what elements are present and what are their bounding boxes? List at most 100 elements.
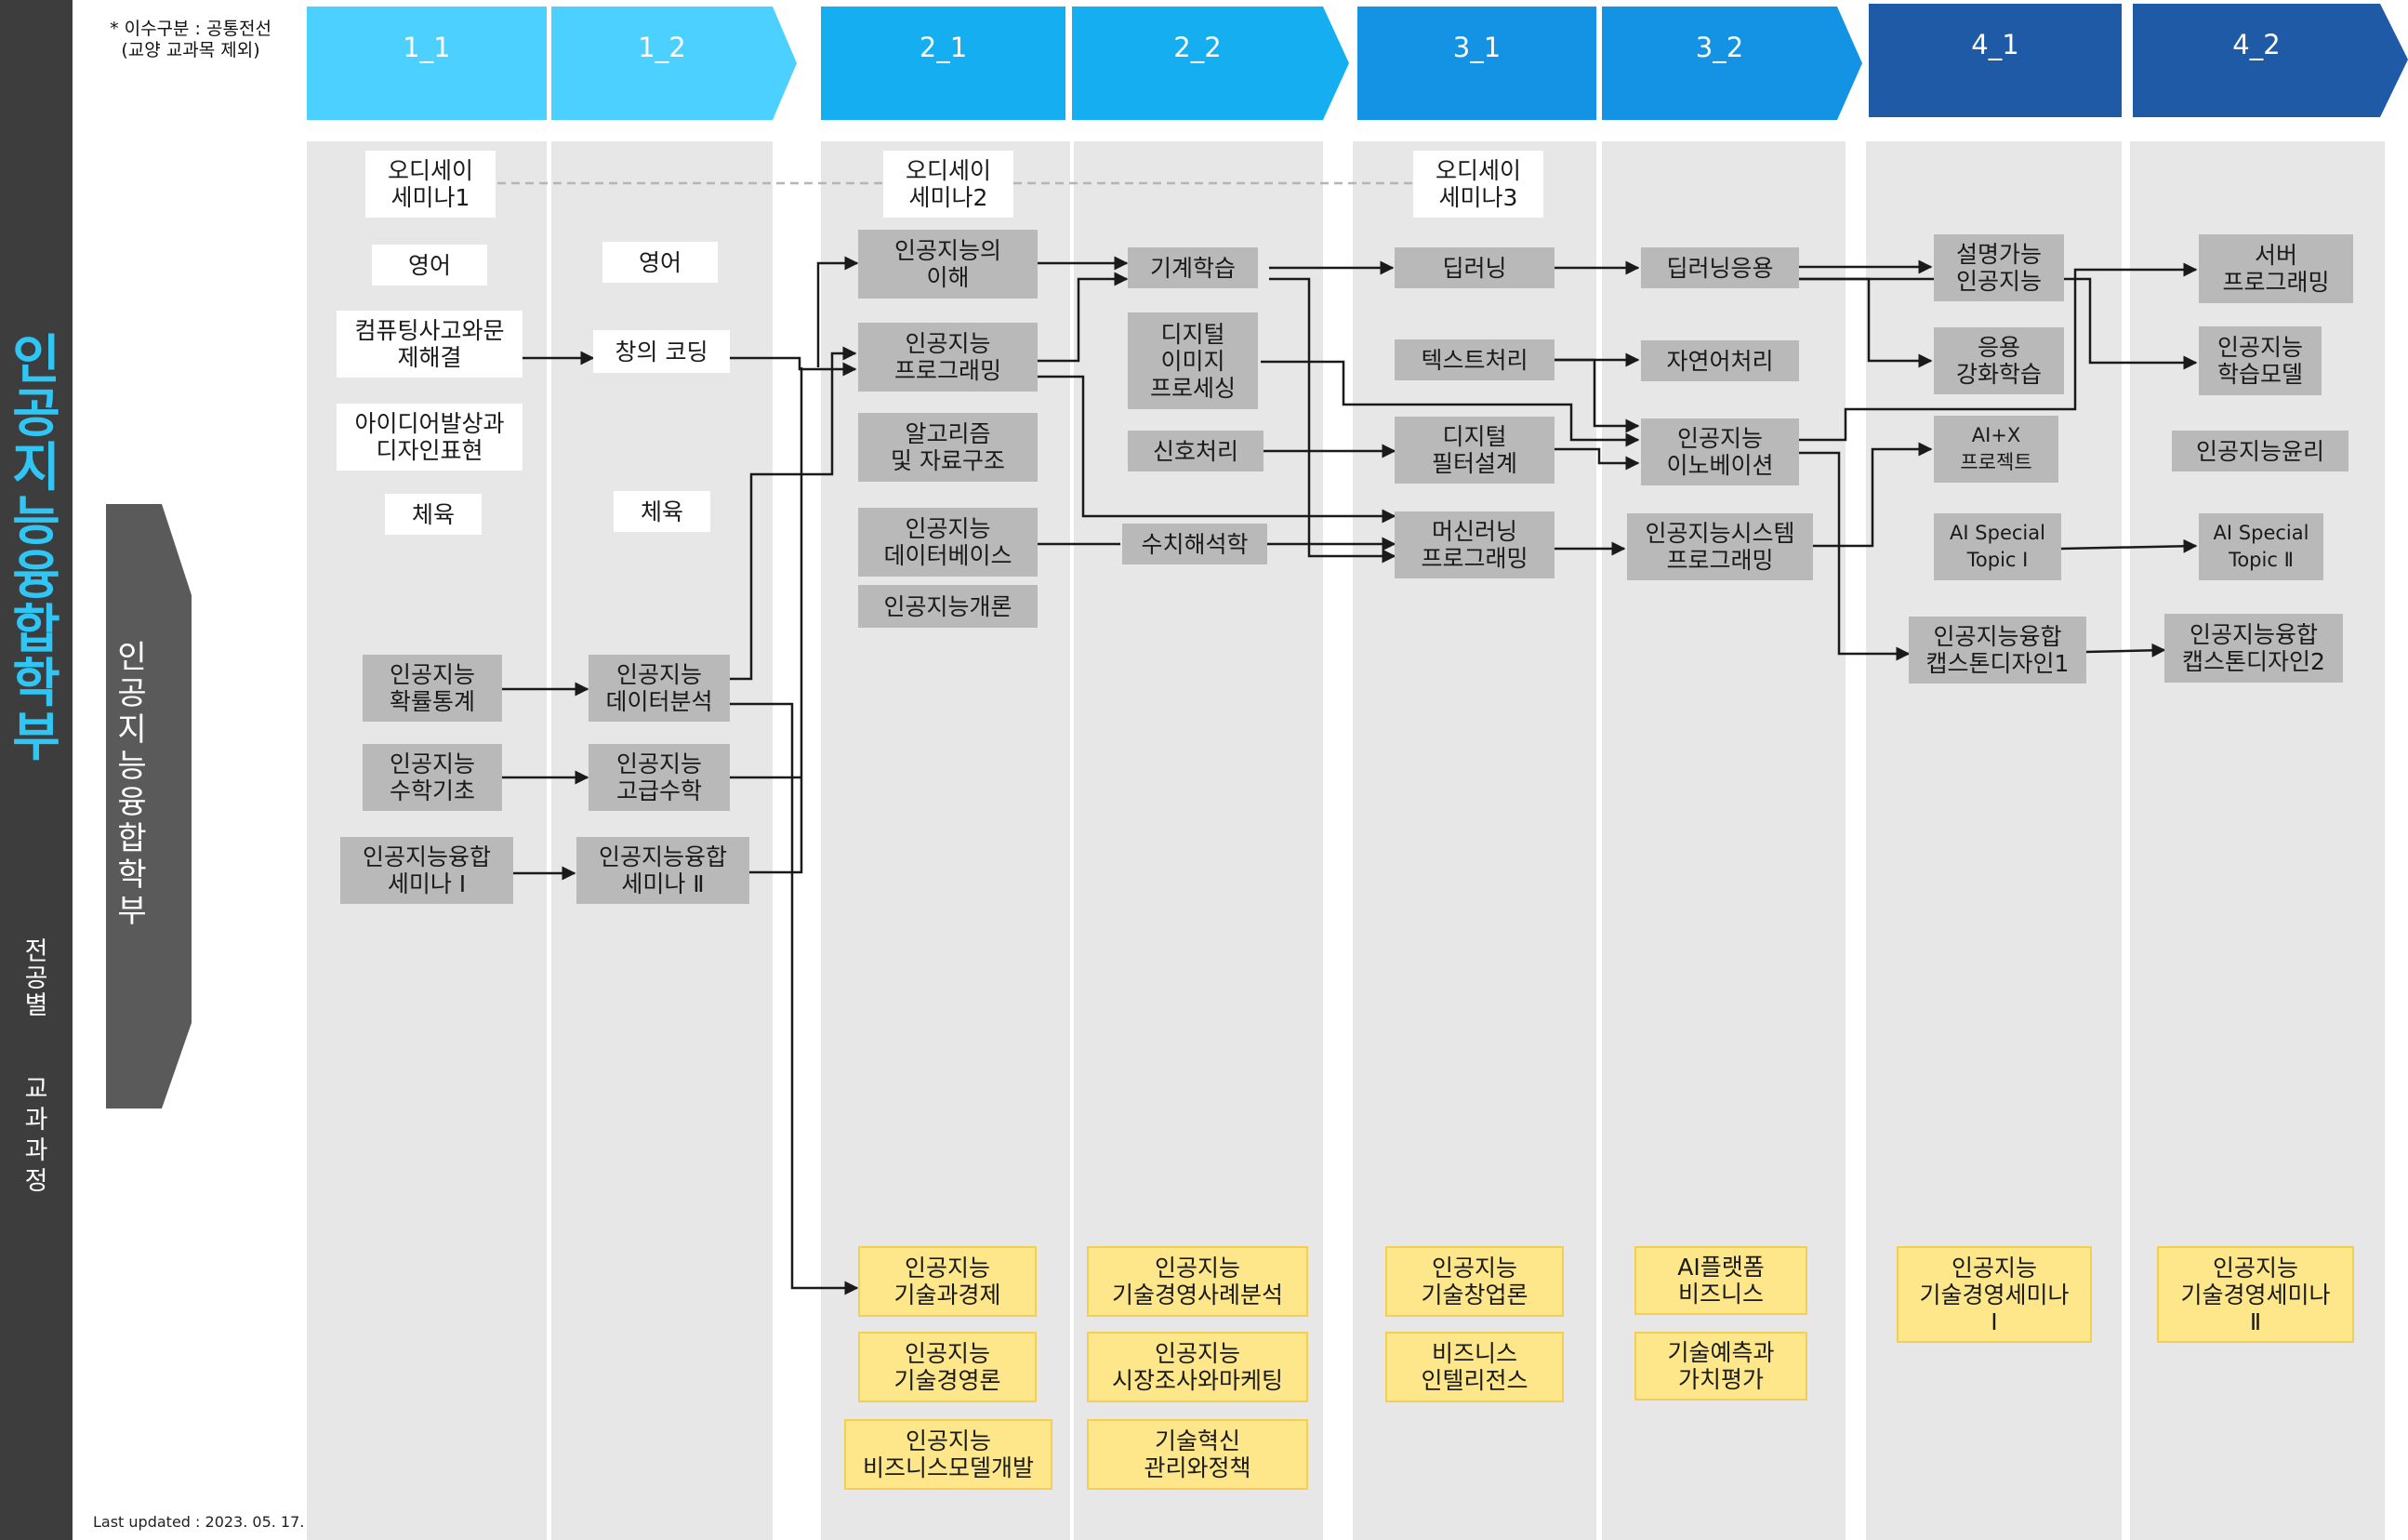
course-pe-1: 체육 (385, 494, 482, 535)
course-digital-image-processing: 디지털 이미지 프로세싱 (1128, 312, 1258, 409)
vertical-char: 지 (117, 711, 147, 749)
arrow-programming-ml (1038, 272, 1129, 363)
semester-header-3-2: 3_2 (1695, 32, 1744, 63)
course-deep-learning: 딥러닝 (1395, 247, 1555, 288)
arrow-programming-mlprogramming (1038, 375, 1396, 524)
course-english-2: 영어 (602, 242, 718, 283)
course-innovation-policy: 기술혁신 관리와정책 (1087, 1419, 1308, 1490)
semester-header-1-1: 1_1 (403, 32, 451, 63)
arrow-dataanalysis-techeconomics (730, 702, 859, 1295)
sidebar (0, 0, 73, 1540)
course-ai-introduction: 인공지능개론 (858, 585, 1038, 628)
course-business-intelligence: 비즈니스 인텔리전스 (1385, 1332, 1564, 1402)
course-ai-database: 인공지능 데이터베이스 (858, 508, 1038, 577)
course-ai-case-analysis: 인공지능 기술경영사례분석 (1087, 1246, 1308, 1317)
course-ai-math-basics: 인공지능 수학기초 (363, 744, 502, 811)
arrow-text-innovation (1555, 358, 1640, 433)
header-shape-3-2 (1602, 7, 1862, 120)
course-ai-understanding: 인공지능의 이해 (858, 230, 1038, 299)
vertical-char: 인 (12, 330, 60, 391)
course-server-programming: 서버 프로그래밍 (2199, 234, 2353, 303)
vertical-char: 전 (24, 937, 48, 966)
vertical-char: 학 (117, 856, 147, 894)
arrow-special1-special2 (2060, 538, 2198, 553)
course-odyssey-seminar-2: 오디세이 세미나2 (883, 151, 1013, 218)
course-type-note: * 이수구분 : 공통전선 (교양 교과목 제외) (93, 19, 288, 61)
semester-header-3-1: 3_1 (1452, 32, 1502, 63)
vertical-char: 합 (117, 820, 147, 857)
course-numerical-analysis: 수치해석학 (1122, 524, 1267, 564)
course-ai-advanced-math: 인공지능 고급수학 (589, 744, 730, 811)
vertical-char: 정 (24, 1167, 48, 1196)
vertical-char: 공 (24, 964, 48, 993)
course-ai-seminar-2: 인공지능융합 세미나 Ⅱ (576, 837, 749, 904)
semester-header-4-2: 4_2 (2232, 29, 2281, 60)
vertical-char: 교 (24, 1075, 48, 1104)
course-digital-filter-design: 디지털 필터설계 (1395, 417, 1555, 484)
semester-header-4-1: 4_1 (1971, 29, 2019, 60)
course-signal-processing: 신호처리 (1128, 431, 1264, 471)
course-ai-platform-business: AI플랫폼 비즈니스 (1634, 1246, 1807, 1315)
vertical-char: 과 (24, 1106, 48, 1135)
header-shape-3-1 (1357, 7, 1596, 120)
course-ai-programming: 인공지능 프로그래밍 (858, 323, 1038, 392)
arrow-innovation-capstone1 (1799, 451, 1911, 661)
course-ai-capstone-design-1: 인공지능융합 캡스톤디자인1 (1909, 617, 2086, 684)
last-updated: Last updated : 2023. 05. 17. (93, 1513, 305, 1531)
course-computing-thinking: 컴퓨팅사고와문 제해결 (337, 311, 523, 378)
vertical-char: 융 (117, 784, 147, 821)
vertical-char: 합 (12, 600, 60, 660)
arrow-dataanalysis-programming (730, 346, 857, 681)
course-pe-2: 체육 (614, 491, 710, 532)
header-shape-1-2 (551, 7, 797, 120)
semester-header-2-1: 2_1 (919, 32, 968, 63)
course-ai-special-topic-2: AI Special Topic Ⅱ (2199, 513, 2323, 580)
course-ai-seminar-1: 인공지능융합 세미나 Ⅰ (340, 837, 513, 904)
arrow-ml-mlprogramming (1269, 277, 1396, 564)
course-ai-tech-startup: 인공지능 기술창업론 (1385, 1246, 1564, 1317)
vertical-char: 과 (24, 1136, 48, 1165)
header-shape-4-2 (2133, 4, 2408, 117)
course-odyssey-seminar-3: 오디세이 세미나3 (1413, 151, 1543, 218)
arrow-innovation-server (1799, 262, 2198, 442)
course-ml-programming: 머신러닝 프로그래밍 (1395, 511, 1555, 578)
course-english-1: 영어 (372, 245, 487, 285)
header-shape-2-1 (821, 7, 1065, 120)
course-algorithms-data-structures: 알고리즘 및 자료구조 (858, 413, 1038, 482)
course-type-note-line1: * 이수구분 : 공통전선 (110, 19, 271, 39)
course-type-note-line2: (교양 교과목 제외) (121, 40, 260, 60)
course-ai-ethics: 인공지능윤리 (2172, 431, 2348, 471)
course-ai-system-programming: 인공지능시스템 프로그래밍 (1627, 513, 1813, 580)
course-ai-business-model: 인공지능 비즈니스모델개발 (844, 1419, 1052, 1490)
course-ai-x-project: AI+X 프로젝트 (1934, 416, 2058, 483)
vertical-char: 지 (12, 438, 60, 498)
vertical-char: 공 (12, 384, 60, 445)
course-ai-capstone-design-2: 인공지능융합 캡스톤디자인2 (2164, 614, 2343, 683)
course-deep-learning-application: 딥러닝응용 (1641, 247, 1799, 288)
vertical-char: 인 (117, 639, 147, 676)
vertical-char: 융 (12, 546, 60, 606)
course-ai-market-research: 인공지능 시장조사와마케팅 (1087, 1332, 1308, 1402)
semester-header-1-2: 1_2 (638, 32, 686, 63)
course-text-processing: 텍스트처리 (1395, 339, 1555, 380)
vertical-char: 별 (24, 991, 48, 1020)
course-machine-learning: 기계학습 (1128, 247, 1258, 288)
department-banner-arrow (106, 504, 192, 1109)
course-ai-tech-economics: 인공지능 기술과경제 (858, 1246, 1037, 1317)
header-shape-4-1 (1869, 4, 2122, 117)
course-tech-forecast-valuation: 기술예측과 가치평가 (1634, 1332, 1807, 1401)
course-explainable-ai: 설명가능 인공지능 (1934, 234, 2064, 301)
course-odyssey-seminar-1: 오디세이 세미나1 (365, 151, 496, 218)
arrow-coding-programming (730, 356, 857, 377)
header-shape-1-1 (307, 7, 547, 120)
course-ai-tech-management-seminar-2: 인공지능 기술경영세미나 Ⅱ (2157, 1246, 2354, 1343)
semester-header-2-2: 2_2 (1173, 32, 1222, 63)
arrow-image-innovation (1261, 360, 1640, 447)
course-ai-tech-management: 인공지능 기술경영론 (858, 1332, 1037, 1402)
course-natural-language-processing: 자연어처리 (1641, 340, 1799, 381)
course-ai-tech-management-seminar-1: 인공지능 기술경영세미나 Ⅰ (1897, 1246, 2092, 1343)
